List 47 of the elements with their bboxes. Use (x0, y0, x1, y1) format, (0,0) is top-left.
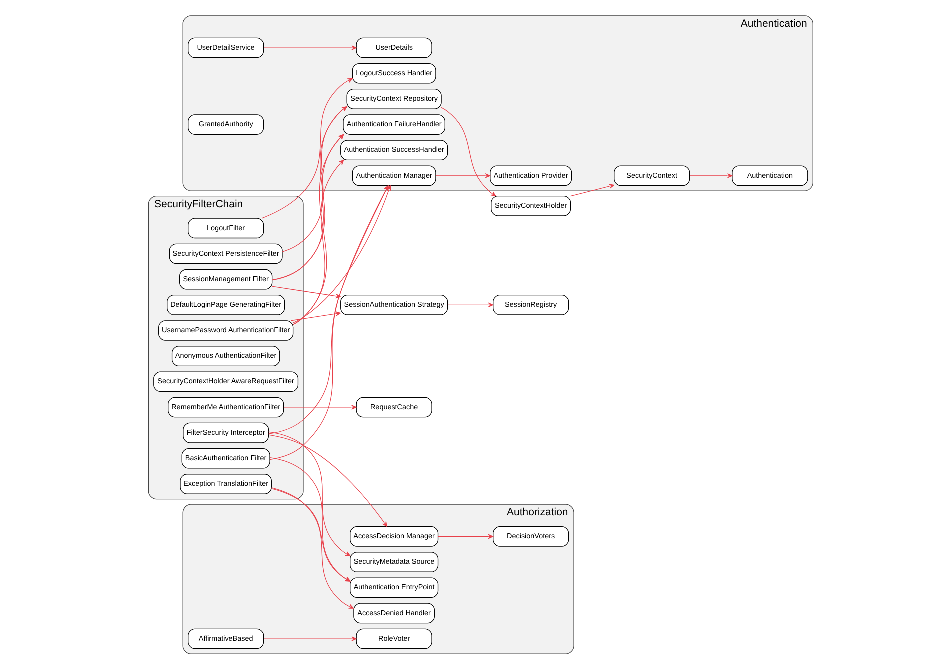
node-box: SecurityMetadata Source (350, 552, 438, 572)
node-box: RequestCache (356, 397, 432, 418)
arrow (268, 432, 350, 556)
node-box: Authentication (732, 166, 808, 186)
node-box: Anonymous AuthenticationFilter (171, 346, 280, 366)
arrow (435, 174, 490, 178)
node-box: UsernamePassword AuthenticationFilter (158, 320, 294, 341)
node-box: BasicAuthentication Filter (181, 448, 270, 469)
node-box: RoleVoter (356, 628, 432, 650)
node-box: DefaultLoginPage GeneratingFilter (166, 294, 285, 316)
node-box: SecurityContext (614, 166, 690, 186)
node-box: Exception TranslationFilter (180, 474, 272, 494)
arrow (283, 405, 356, 410)
node-box: GrantedAuthority (188, 114, 264, 135)
node-box: Authentication Manager (352, 166, 436, 186)
node-box: UserDetails (356, 38, 432, 58)
node-box: AccessDecision Manager (350, 526, 438, 547)
node-box: Authentication SuccessHandler (340, 140, 448, 161)
arrow (440, 107, 496, 197)
arrow (263, 46, 356, 50)
node-box: RememberMe AuthenticationFilter (168, 397, 284, 418)
node-box: Authentication EntryPoint (350, 578, 438, 598)
arrow (263, 636, 356, 642)
node-box: AffirmativeBased (188, 628, 264, 650)
node-box: UserDetailService (188, 38, 264, 58)
node-box: AccessDenied Handler (353, 603, 434, 624)
node-box: FilterSecurity Interceptor (182, 422, 269, 444)
node-box: SecurityContextHolder (490, 196, 571, 216)
node-box: Authentication FailureHandler (342, 114, 445, 135)
node-box: SecurityContext Repository (346, 89, 442, 110)
arrow (438, 534, 493, 540)
arrow (268, 434, 387, 528)
node-box: LogoutFilter (188, 218, 264, 239)
node-box: SecurityContext PersistenceFilter (168, 244, 282, 264)
arrow (689, 174, 732, 178)
node-box: SessionAuthentication Strategy (340, 294, 448, 316)
node-box: DecisionVoters (492, 526, 569, 547)
arrow (570, 184, 614, 197)
node-box: SecurityContextHolder AwareRequestFilter (153, 372, 298, 392)
node-box: LogoutSuccess Handler (352, 63, 436, 84)
arrow (261, 78, 352, 219)
arrow (290, 312, 341, 322)
node-box: SessionManagement Filter (179, 269, 272, 290)
arrow (270, 488, 354, 609)
node-box: Authentication Provider (490, 166, 572, 186)
node-box: SessionRegistry (492, 294, 569, 316)
arrow (447, 302, 494, 308)
